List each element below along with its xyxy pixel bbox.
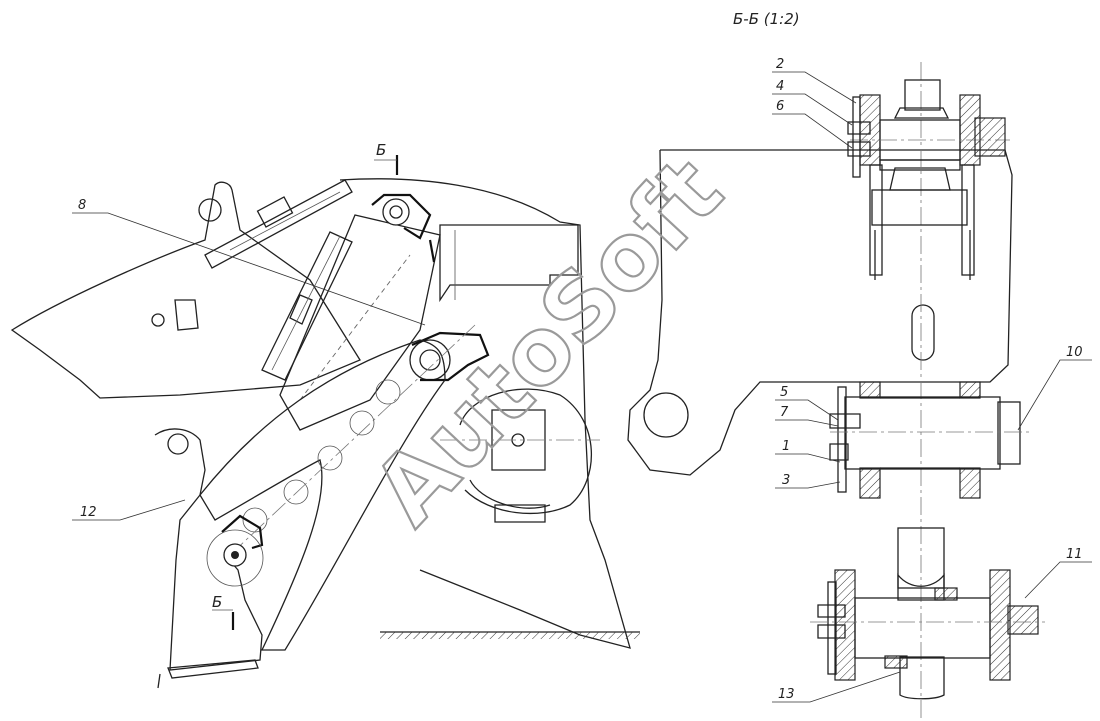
lower-pivot [206,514,264,587]
section-mark-bottom [212,609,235,630]
frame-outline [339,178,631,649]
section-mark-bottom-label: Б [212,593,222,611]
leader-12 [72,499,186,521]
boom-hole-4 [283,479,309,505]
boom-center-line [229,324,476,556]
main-arm [279,214,441,431]
leader-7 [775,419,839,427]
plate-hole [151,313,165,327]
leader-5 [775,399,839,421]
main-assembly-view: Б Б [10,141,1013,689]
leader-11 [1024,561,1092,599]
ripper-share [154,428,263,671]
wheel [440,388,600,523]
upper-cylinder [204,179,353,269]
ripper-tip [167,659,259,679]
boom-hole-2 [349,410,375,436]
callout-labels: 2 4 6 5 7 1 3 10 11 13 8 12 [78,57,1083,702]
callout-10: 10 [1066,345,1083,360]
upper-cross-section [847,79,1010,280]
boom-arm [199,339,446,651]
frame-hole [643,392,689,438]
callout-7: 7 [780,405,789,420]
leader-1 [775,453,841,463]
slot-hole [911,304,935,361]
plow-plate [10,181,361,399]
section-view: Б-Б (1:2) [733,10,1092,720]
callout-5: 5 [780,385,788,400]
ground-hatch [380,632,640,639]
leader-10 [1017,359,1092,431]
callout-11: 11 [1066,547,1083,562]
callout-12: 12 [80,505,97,520]
plate-clip [174,299,199,331]
boom-hole-1 [375,379,401,405]
plate-eye [198,198,222,222]
leader-6 [772,113,853,149]
lower-cross-section [810,527,1045,700]
callout-1: 1 [782,439,790,454]
ripper-eye [167,433,189,455]
callout-6: 6 [776,99,784,114]
boom-hole-3 [317,445,343,471]
leader-8 [72,212,426,326]
section-title: Б-Б (1:2) [733,10,800,28]
arm-hidden-line [299,254,411,401]
callout-8: 8 [78,198,86,213]
ripper-tip-nib [157,673,161,689]
callout-4: 4 [776,79,784,94]
middle-pivot [409,331,490,382]
section-mark-top-label: Б [376,141,386,159]
leader-13 [772,671,901,703]
callout-2: 2 [776,57,784,72]
middle-cross-section [829,381,1030,499]
upper-bracket [439,224,579,303]
frame-right-contour [627,149,1013,476]
leader-3 [775,481,841,489]
leader-4 [772,93,853,126]
callout-3: 3 [782,473,790,488]
section-mark-top [374,155,399,175]
upper-pivot [371,193,436,263]
main-cylinder [261,231,353,381]
callout-13: 13 [778,687,795,702]
leader-2 [772,71,857,104]
